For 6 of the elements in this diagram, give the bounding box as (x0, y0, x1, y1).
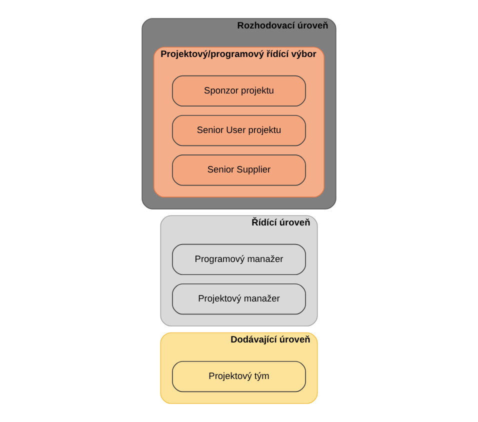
node-box: Programový manažer (172, 244, 306, 276)
node-box: Senior Supplier (172, 154, 306, 186)
node-box: Sponzor projektu (172, 75, 306, 107)
node-box: Projektový manažer (172, 283, 306, 315)
node-box: Projektový tým (172, 360, 306, 392)
node-box: Senior User projektu (172, 114, 306, 146)
